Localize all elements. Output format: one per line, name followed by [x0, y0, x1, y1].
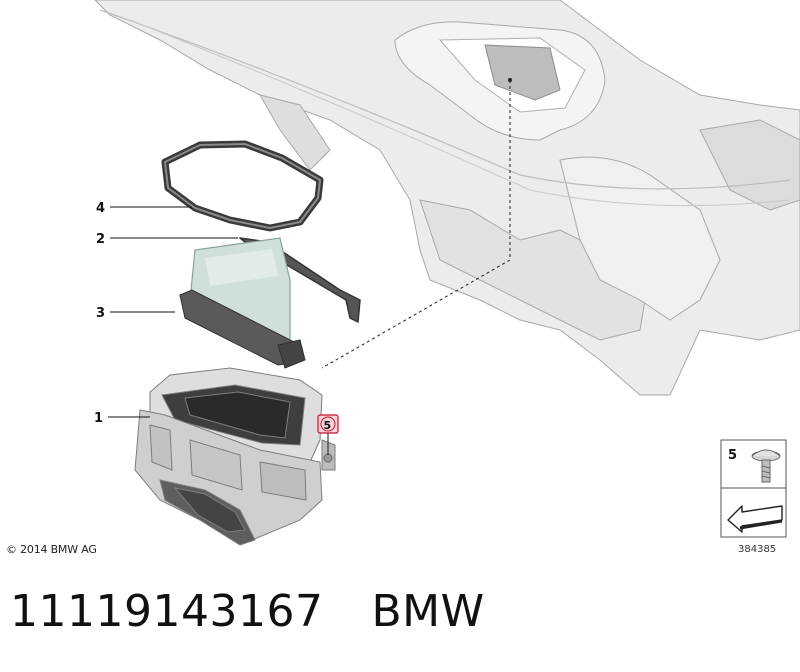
assembly-leader-line: [321, 80, 511, 369]
inset-box: 5: [720, 439, 787, 538]
housing-part-1: [134, 367, 336, 546]
part-caption: 11119143167 BMW: [10, 586, 485, 637]
callout-leaders: [108, 206, 238, 418]
brand-name: BMW: [371, 586, 485, 637]
inset-part-number: 5: [728, 448, 737, 463]
part-code: 11119143167: [10, 586, 324, 637]
parts-diagram: 4 2 3 1 5 © 2014 BMW AG 5 384385: [6, 0, 800, 556]
callout-1: 1: [94, 411, 103, 426]
arrow-icon: [727, 505, 783, 533]
callout-3: 3: [96, 306, 105, 321]
dashboard-carrier: [94, 0, 800, 396]
reference-number: 384385: [738, 544, 776, 555]
callout-2: 2: [96, 232, 105, 247]
callout-5: 5: [324, 419, 332, 432]
leader-dot: [508, 78, 512, 82]
seal-frame-part-4: [161, 140, 324, 232]
glass-panel-part-3: [179, 237, 306, 369]
copyright: © 2014 BMW AG: [6, 543, 97, 556]
callout-5-highlight: 5: [317, 414, 339, 455]
screw-icon: [751, 449, 781, 483]
callout-4: 4: [96, 201, 105, 216]
